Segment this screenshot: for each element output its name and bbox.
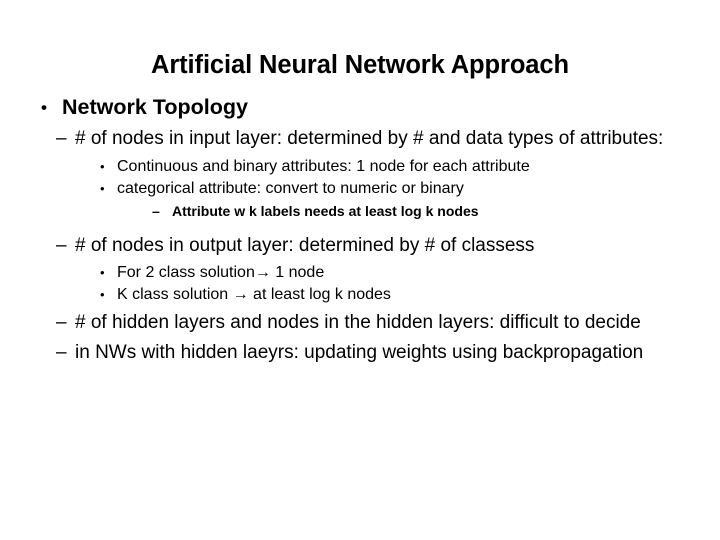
bullet-level2-input-layer-nodes: – # of nodes in input layer: determined … bbox=[0, 126, 720, 152]
bullet-text: Continuous and binary attributes: 1 node… bbox=[117, 157, 530, 175]
slide-title: Artificial Neural Network Approach bbox=[151, 51, 569, 79]
bullet-text: # of nodes in input layer: determined by… bbox=[75, 128, 664, 149]
bullet-marker-level3: • bbox=[100, 265, 105, 280]
bullet-marker-level3: • bbox=[100, 287, 105, 302]
bullet-level2-hidden-layers: – # of hidden layers and nodes in the hi… bbox=[0, 310, 720, 336]
bullet-marker-level2: – bbox=[56, 312, 67, 333]
bullet-level3-continuous-binary-attributes: • Continuous and binary attributes: 1 no… bbox=[0, 156, 720, 178]
bullet-marker-level1: • bbox=[41, 98, 47, 117]
bullet-marker-level2: – bbox=[56, 128, 67, 149]
bullet-marker-level2: – bbox=[56, 341, 67, 363]
bullet-marker-level3: • bbox=[100, 180, 105, 196]
bullet-marker-level3: • bbox=[100, 158, 105, 174]
slide-body: • Network Topology – # of nodes in input… bbox=[0, 93, 720, 365]
bullet-text: K class solution → at least log k nodes bbox=[117, 286, 391, 303]
bullet-level2-backpropagation: – in NWs with hidden laeyrs: updating we… bbox=[0, 340, 720, 366]
bullet-level3-categorical-attribute: • categorical attribute: convert to nume… bbox=[0, 178, 720, 200]
bullet-text: in NWs with hidden laeyrs: updating weig… bbox=[75, 341, 644, 363]
bullet-level3-two-class-solution: • For 2 class solution→ 1 node bbox=[0, 262, 720, 284]
bullet-text: Attribute w k labels needs at least log … bbox=[172, 202, 479, 219]
bullet-text: # of nodes in output layer: determined b… bbox=[75, 234, 535, 256]
bullet-text: For 2 class solution→ 1 node bbox=[117, 264, 325, 281]
bullet-level1-network-topology: • Network Topology bbox=[0, 93, 720, 122]
bullet-marker-level2: – bbox=[56, 234, 67, 256]
bullet-level4-attribute-k-labels: – Attribute w k labels needs at least lo… bbox=[0, 201, 720, 222]
bullet-level2-output-layer-nodes: – # of nodes in output layer: determined… bbox=[0, 233, 720, 259]
bullet-text: Network Topology bbox=[62, 95, 248, 119]
bullet-level3-k-class-solution: • K class solution → at least log k node… bbox=[0, 284, 720, 306]
bullet-marker-level4: – bbox=[152, 202, 160, 219]
bullet-text: categorical attribute: convert to numeri… bbox=[117, 179, 464, 197]
bullet-text: # of hidden layers and nodes in the hidd… bbox=[75, 312, 641, 333]
